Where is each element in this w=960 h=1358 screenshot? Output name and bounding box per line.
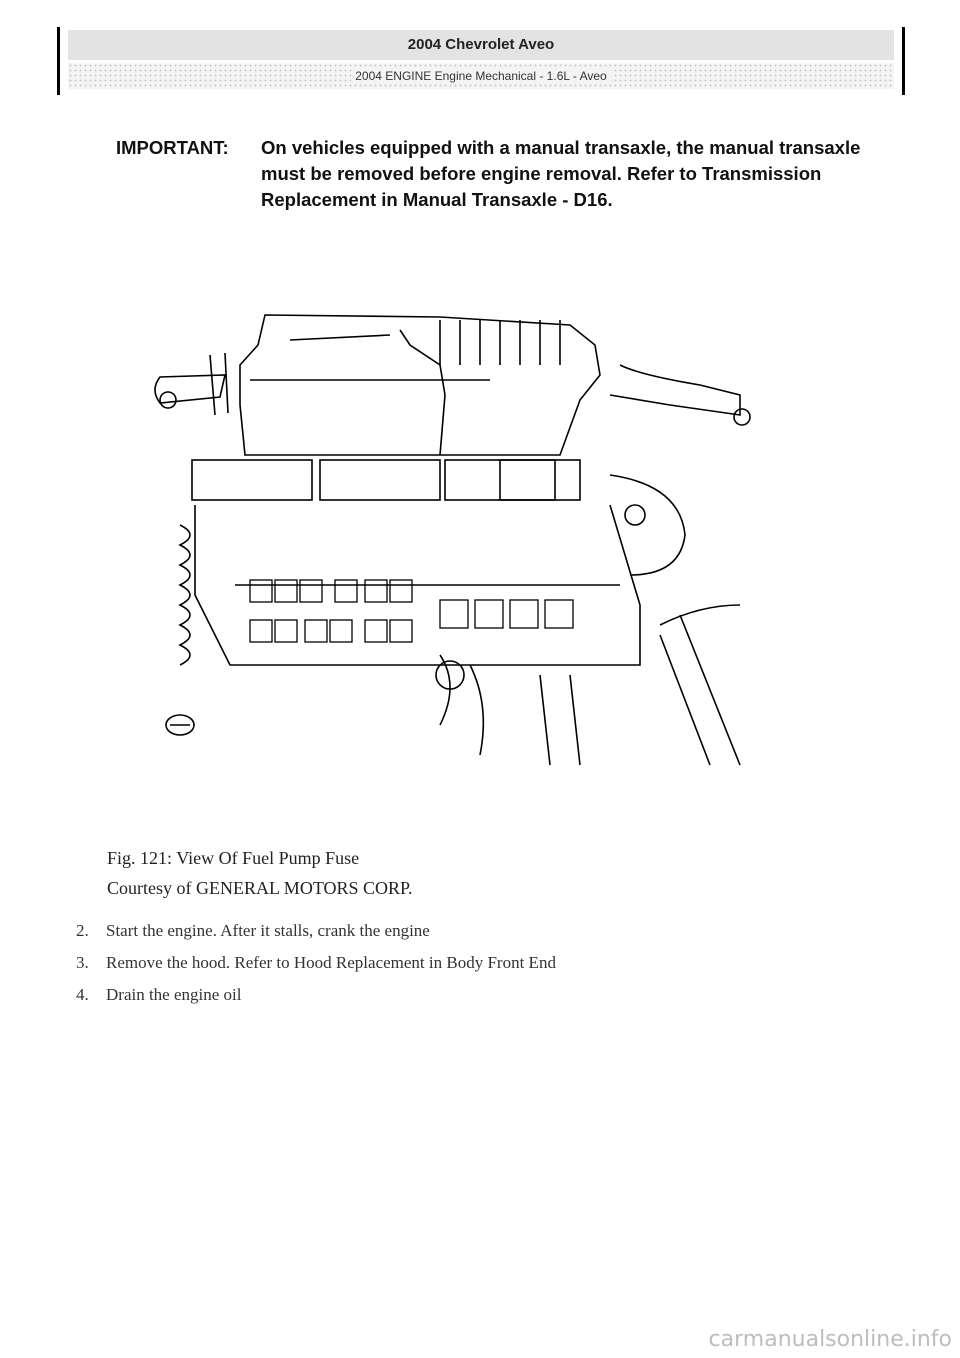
fuse-box-illustration [154, 314, 751, 766]
step-number: 4. [76, 985, 89, 1004]
step-text: Remove the hood. Refer to Hood Replaceme… [106, 953, 556, 972]
page-header: 2004 Chevrolet Aveo 2004 ENGINE Engine M… [57, 27, 905, 95]
figure-caption-block: Fig. 121: View Of Fuel Pump Fuse Courtes… [107, 843, 413, 903]
step-number: 2. [76, 921, 89, 940]
figure-courtesy: Courtesy of GENERAL MOTORS CORP. [107, 878, 413, 898]
figure-caption: Fig. 121: View Of Fuel Pump Fuse [107, 848, 360, 868]
watermark: carmanualsonline.info [708, 1327, 952, 1352]
important-text: On vehicles equipped with a manual trans… [261, 137, 861, 210]
important-label: IMPORTANT: [116, 137, 229, 158]
header-subtitle: 2004 ENGINE Engine Mechanical - 1.6L - A… [351, 69, 611, 83]
header-subtitle-bar: 2004 ENGINE Engine Mechanical - 1.6L - A… [68, 63, 894, 89]
step-number: 3. [76, 953, 89, 972]
step-text: Start the engine. After it stalls, crank… [106, 921, 430, 940]
header-title: 2004 Chevrolet Aveo [68, 30, 894, 60]
step-text: Drain the engine oil [106, 985, 242, 1004]
